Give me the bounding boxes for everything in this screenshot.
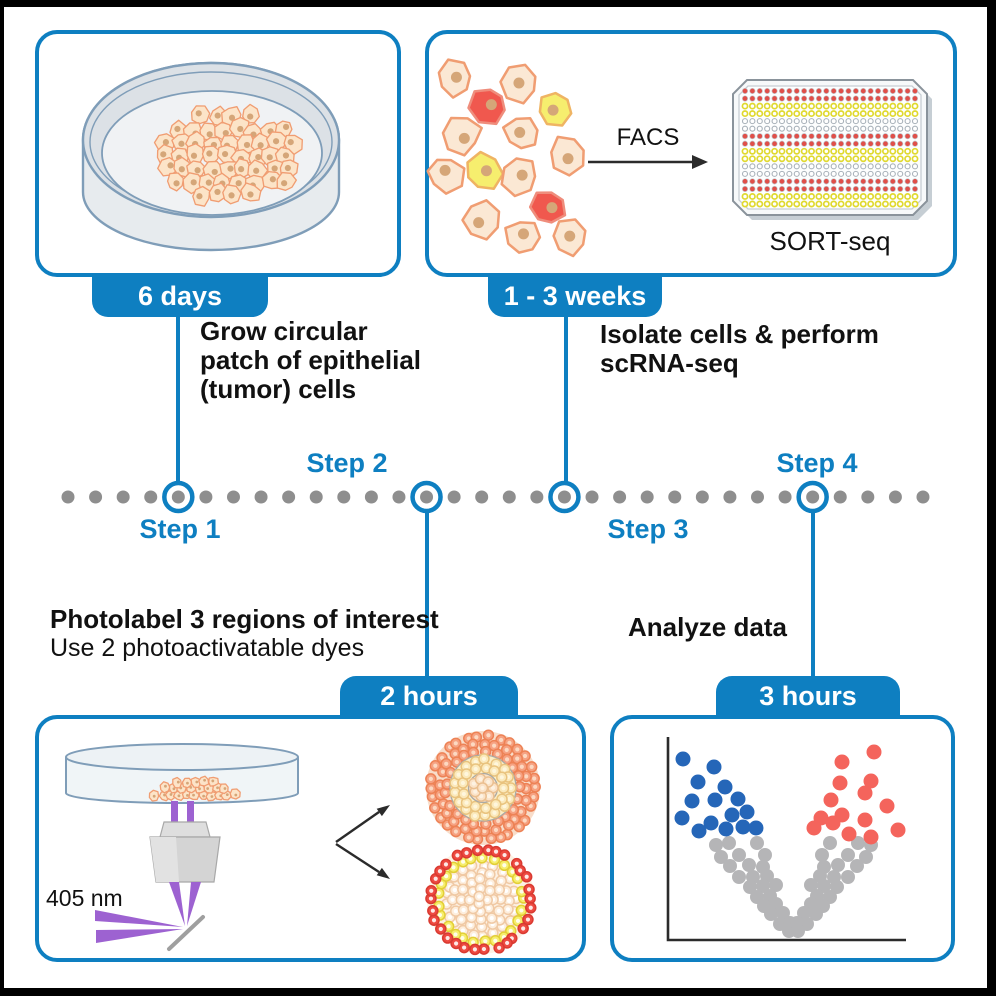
caption-photolabel-title: Photolabel 3 regions of interest (50, 604, 439, 634)
caption-analyze: Analyze data (628, 612, 787, 642)
duration-tag-1-3-weeks: 1 - 3 weeks (488, 276, 662, 317)
facs-label: FACS (616, 124, 680, 151)
caption-grow-line1: Grow circular (200, 316, 368, 346)
duration-tag-6-days: 6 days (92, 276, 268, 317)
caption-grow-line2: patch of epithelial (200, 345, 422, 375)
caption-photolabel: Photolabel 3 regions of interest Use 2 p… (50, 605, 439, 663)
step-2-label: Step 2 (306, 448, 388, 478)
step-4-label: Step 4 (776, 448, 858, 478)
sort-seq-label: SORT-seq (769, 226, 891, 256)
duration-tag-3-hours: 3 hours (716, 676, 900, 717)
caption-photolabel-sub: Use 2 photoactivatable dyes (50, 634, 365, 662)
laser-wavelength-label: 405 nm (46, 885, 123, 911)
duration-tag-2-hours: 2 hours (340, 676, 518, 717)
caption-grow: Grow circular patch of epithelial (tumor… (200, 317, 421, 404)
caption-isolate-line2: scRNA-seq (600, 348, 739, 378)
caption-isolate-line1: Isolate cells & perform (600, 319, 879, 349)
caption-grow-line3: (tumor) cells (200, 374, 357, 404)
caption-isolate: Isolate cells & perform scRNA-seq (600, 320, 879, 378)
step-3-label: Step 3 (607, 514, 689, 544)
step-1-label: Step 1 (139, 514, 221, 544)
